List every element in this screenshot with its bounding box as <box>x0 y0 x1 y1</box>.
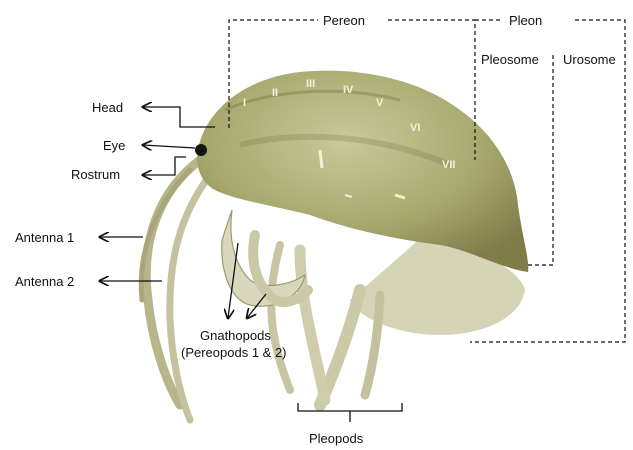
segment-label-7: VII <box>442 159 455 171</box>
segment-label-1: I <box>243 97 246 109</box>
antenna-2 <box>170 175 210 420</box>
urosome-label: Urosome <box>563 52 616 67</box>
segment-label-2: II <box>272 87 278 99</box>
segment-label-4: IV <box>343 84 354 96</box>
pereopods-label: (Pereopods 1 & 2) <box>181 345 287 360</box>
pleosome-bracket <box>528 55 553 265</box>
amphipod-specimen: I II III IV V VI VII <box>141 71 528 420</box>
eye-arrow <box>143 145 195 148</box>
head-label: Head <box>92 100 123 115</box>
antenna2-label: Antenna 2 <box>15 274 74 289</box>
rostrum-label: Rostrum <box>71 167 120 182</box>
pleopods-brace <box>298 403 402 411</box>
eye-label: Eye <box>103 138 125 153</box>
segment-label-6: VI <box>410 122 420 134</box>
pereon-label: Pereon <box>323 13 365 28</box>
antenna1-label: Antenna 1 <box>15 230 74 245</box>
gnathopods-label: Gnathopods <box>200 328 271 343</box>
segment-label-3: III <box>306 78 315 90</box>
pleosome-label: Pleosome <box>481 52 539 67</box>
segment-label-5: V <box>376 97 384 109</box>
pleopods-label: Pleopods <box>309 431 364 446</box>
pleon-label: Pleon <box>509 13 542 28</box>
eye <box>195 144 207 156</box>
head-arrow <box>143 107 215 127</box>
